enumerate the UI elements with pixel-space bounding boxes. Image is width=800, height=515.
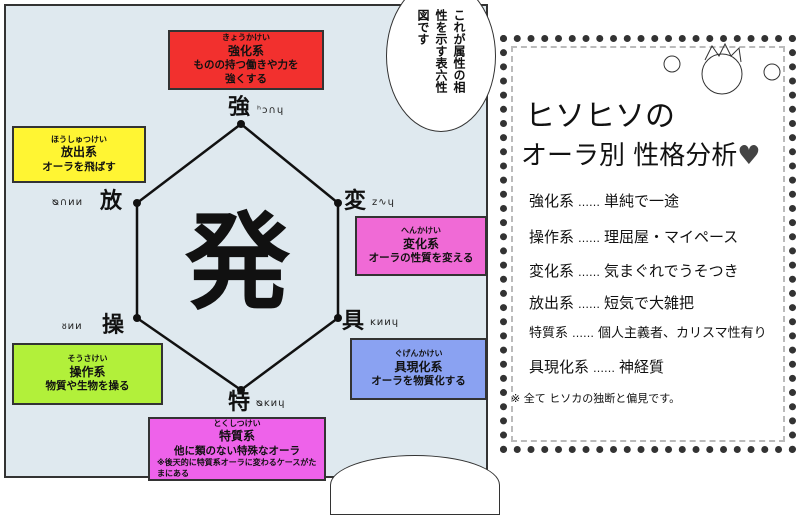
box-title: 特質系 [218,429,255,444]
card-title-line1: ヒソヒソの [525,99,675,134]
aura-type: 変化系 [529,262,575,280]
box-desc: 他に類のない特殊なオーラ [174,444,300,457]
speech-bubble: これが属性の相性を示す表六性図です [386,0,496,132]
heart-border [511,46,785,442]
trait: 短気で大雑把 [604,294,695,312]
trait-row: 強化系……単純で一途 [529,192,679,210]
hunter-script-label: ᴋᴎᴎɥ [370,317,400,328]
heart-icon: ♥ [737,141,761,171]
disclaimer-note: ※ 全て ヒソカの独断と偏見です。 [511,392,681,405]
vertex-dot [237,386,245,394]
box-manipulation: そうさけい 操作系 物質や生物を操る [12,343,163,405]
box-title: 強化系 [227,43,264,58]
card-title-text: オーラ別 性格分析 [521,141,738,171]
trait: 理屈屋・マイペース [604,228,739,246]
hunter-script-label: ᴓᴋᴎɥ [256,398,286,409]
vertex-conjuration: 具 [342,308,365,334]
hisoka-doodle-icon [663,42,781,95]
dots: …… [578,196,601,209]
vertex-dot [237,120,245,128]
vertex-transmutation: 変 [344,188,367,214]
box-title: 具現化系 [394,359,443,374]
vertex-dot [133,199,141,207]
box-note: ※後天的に特質系オーラに変わるケースがたまにある [157,458,317,478]
vertex-specialization: 特 [228,389,251,415]
bubble-text: これが属性の相性を示す表六性図です [416,8,466,93]
furigana: とくしつけい [213,418,261,428]
vertex-emission: 放 [100,188,123,214]
box-desc: オーラを飛ばす [42,160,116,173]
trait: 単純で一途 [604,192,680,210]
aura-type: 強化系 [529,192,575,210]
box-conjuration: ぐげんかけい 具現化系 オーラを物質化する [350,338,487,400]
vertex-manipulation: 操 [102,312,125,338]
dots: …… [593,362,616,375]
furigana: きょうかけい [222,33,270,43]
hunter-script-label: ʰᴐ∩ɥ [257,105,285,116]
aura-type: 特質系 [529,326,569,341]
trait-row: 特質系……個人主義者、カリスマ性有り [529,326,767,342]
dots: …… [578,266,601,279]
hunter-script-label: ᴕᴎᴎ [62,321,83,332]
box-emission: ほうしゅつけい 放出系 オーラを飛ばす [12,126,146,183]
trait-row: 放出系……短気で大雑把 [529,294,694,312]
personality-card: ヒソヒソの オーラ別 性格分析♥ 強化系……単純で一途 操作系……理屈屋・マイペ… [500,35,796,453]
card-title-line2: オーラ別 性格分析♥ [521,142,761,171]
aura-type: 放出系 [529,294,575,312]
furigana: ぐげんかけい [394,349,443,359]
trait: 個人主義者、カリスマ性有り [598,326,767,341]
nen-hexagon-diagram: 発 これが属性の相性を示す表六性図です 強 ʰᴐ∩ɥ 変 ᴢ∿ɥ 具 ᴋᴎᴎɥ … [4,0,500,515]
trait: 気まぐれでうそつき [604,262,739,280]
box-transmutation: へんかけい 変化系 オーラの性質を変える [355,216,487,276]
dots: …… [572,327,595,340]
cloud-drawing [330,455,500,515]
vertex-dot [334,314,342,322]
box-title: 変化系 [402,236,439,251]
box-title: 操作系 [69,364,106,379]
vertex-enhancement: 強 [228,94,251,120]
aura-type: 操作系 [529,228,575,246]
furigana: そうさけい [67,354,108,364]
box-desc: オーラの性質を変える [368,252,474,265]
trait-row: 操作系……理屈屋・マイペース [529,228,738,246]
box-desc: オーラを物質化する [371,375,466,388]
hunter-script-label: ᴢ∿ɥ [372,197,395,208]
box-enhancement: きょうかけい 強化系 ものの持つ働きや力を強くする [168,30,324,90]
trait-row: 変化系……気まぐれでうそつき [529,262,739,280]
box-specialization: とくしつけい 特質系 他に類のない特殊なオーラ ※後天的に特質系オーラに変わるケ… [148,417,326,481]
vertex-dot [334,199,342,207]
furigana: へんかけい [401,226,441,236]
box-title: 放出系 [60,145,97,160]
dots: …… [578,232,601,245]
vertex-dot [133,314,141,322]
box-desc: ものの持つ働きや力を強くする [193,59,299,85]
aura-type: 具現化系 [529,358,590,376]
hexagon-lines [133,120,342,394]
dots: …… [578,298,601,311]
center-kanji: 発 [185,200,291,324]
trait-row: 具現化系……神経質 [529,358,664,376]
hunter-script-label: ᴓ∩ᴎᴎ [52,197,84,208]
furigana: ほうしゅつけい [51,134,107,144]
trait: 神経質 [619,358,665,376]
box-desc: 物質や生物を操る [45,380,130,393]
